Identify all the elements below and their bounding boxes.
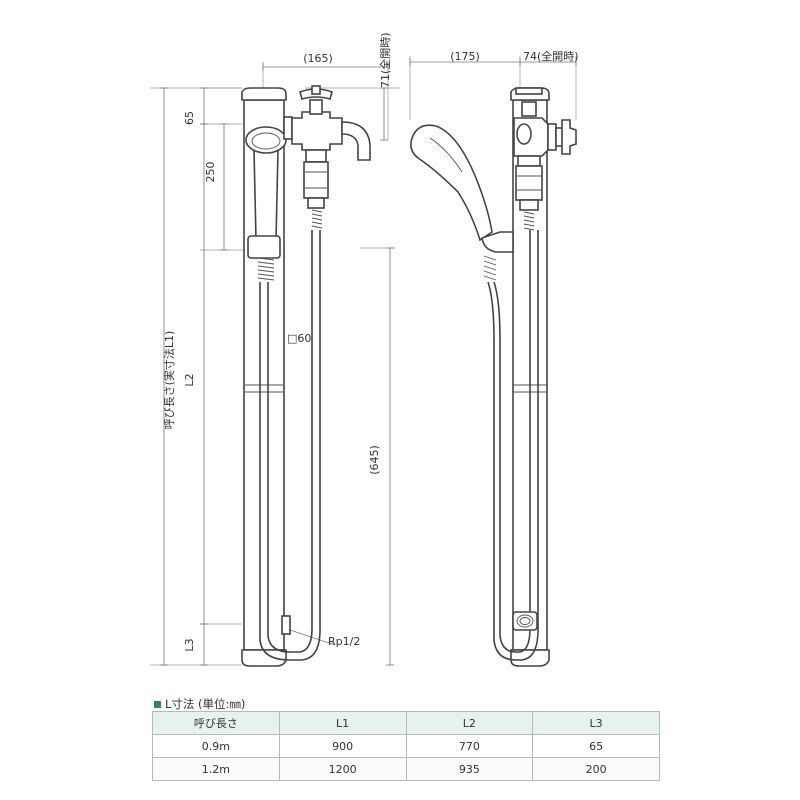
dim-side-open: 74(全開時) bbox=[523, 49, 579, 63]
spec-table-title-text: L寸法 (単位:㎜) bbox=[165, 697, 246, 711]
cell-l2: 935 bbox=[405, 757, 534, 781]
header-l1: L1 bbox=[278, 711, 407, 735]
header-l3: L3 bbox=[532, 711, 660, 735]
table-header-row: 呼び長さ L1 L2 L3 bbox=[152, 711, 660, 735]
cell-l2: 770 bbox=[405, 734, 534, 758]
spec-table-title: L寸法 (単位:㎜) bbox=[154, 696, 245, 712]
table-row: 1.2m 1200 935 200 bbox=[152, 757, 660, 781]
front-faucet bbox=[283, 85, 371, 229]
cell-nominal: 1.2m bbox=[152, 757, 280, 781]
side-faucet bbox=[513, 87, 577, 231]
dim-front-width: (165) bbox=[303, 52, 333, 65]
dim-l3: L3 bbox=[183, 638, 196, 651]
cell-l3: 65 bbox=[532, 734, 660, 758]
cell-nominal: 0.9m bbox=[152, 734, 280, 758]
dim-l2: L2 bbox=[183, 373, 196, 386]
table-row: 0.9m 900 770 65 bbox=[152, 734, 660, 758]
cell-l3: 200 bbox=[532, 757, 660, 781]
dim-hose-length: (645) bbox=[368, 445, 381, 475]
dim-front-open: 71(全開時) bbox=[378, 32, 392, 88]
dim-connection-thread: Rp1/2 bbox=[328, 635, 360, 648]
dim-pipe-square: □60 bbox=[287, 332, 311, 345]
cell-l1: 900 bbox=[278, 734, 407, 758]
front-view: (165) 71(全開時) 65 250 呼び長さ(実寸法L1) L2 L3 □… bbox=[150, 32, 400, 667]
dim-top-cap: 65 bbox=[183, 111, 196, 125]
spec-table: 呼び長さ L1 L2 L3 0.9m 900 770 65 1.2m 1200 … bbox=[152, 711, 660, 781]
header-nominal-length: 呼び長さ bbox=[152, 711, 280, 735]
side-view: (175) 74(全開時) bbox=[409, 49, 579, 667]
side-bottom-coil bbox=[512, 611, 538, 631]
dim-side-width: (175) bbox=[450, 50, 480, 63]
cell-l1: 1200 bbox=[278, 757, 407, 781]
dim-shower-hanger: 250 bbox=[204, 162, 217, 183]
header-l2: L2 bbox=[405, 711, 534, 735]
technical-drawing: (165) 71(全開時) 65 250 呼び長さ(実寸法L1) L2 L3 □… bbox=[150, 32, 579, 667]
square-bullet-icon bbox=[154, 700, 161, 708]
dim-nominal-length: 呼び長さ(実寸法L1) bbox=[162, 331, 176, 430]
